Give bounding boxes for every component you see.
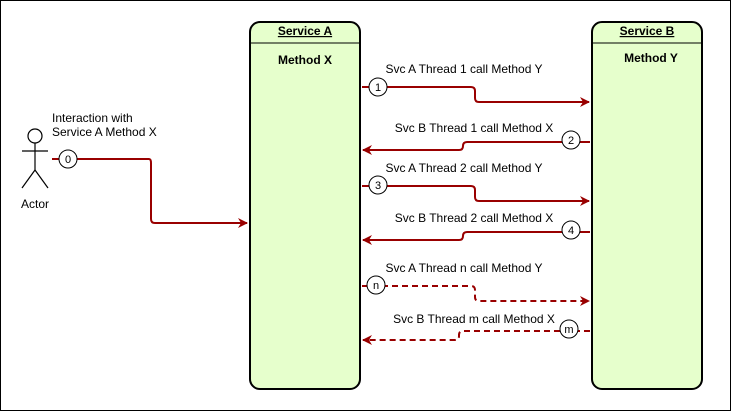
message-1-text: Svc A Thread 1 call Method Y [386, 62, 543, 76]
actor-label: Actor [21, 197, 49, 211]
step-1-label: 1 [375, 82, 381, 94]
step-3-label: 3 [375, 180, 381, 192]
arrow-step-3 [362, 185, 590, 206]
arrow-step-m [362, 330, 590, 345]
service-b-header: Service B [620, 24, 675, 38]
actor-note-line2: Service A Method X [52, 125, 157, 139]
step-n-badge [366, 275, 386, 295]
step-0-badge [58, 149, 78, 169]
arrow-step-1 [362, 86, 590, 107]
step-0-label: 0 [65, 154, 71, 166]
arrow-step-0 [52, 158, 248, 228]
arrow-step-2 [362, 141, 590, 155]
message-m-text: Svc B Thread m call Method X [393, 312, 555, 326]
service-b-method: Method Y [624, 51, 678, 65]
message-2-text: Svc B Thread 1 call Method X [395, 121, 554, 135]
step-2-label: 2 [568, 135, 574, 147]
arrow-step-4 [362, 231, 590, 245]
message-4-text: Svc B Thread 2 call Method X [395, 211, 554, 225]
service-a-lifeline: Service A Method X [249, 21, 361, 390]
message-n-text: Svc A Thread n call Method Y [386, 261, 543, 275]
actor-note-line1: Interaction with [52, 111, 133, 125]
step-1-badge [368, 77, 388, 97]
step-2-badge [561, 130, 581, 150]
step-m-badge [559, 319, 579, 339]
actor-icon [21, 128, 49, 189]
step-3-badge [368, 175, 388, 195]
service-a-method: Method X [278, 53, 332, 67]
arrow-step-n [362, 285, 590, 306]
step-4-badge [561, 220, 581, 240]
message-3-text: Svc A Thread 2 call Method Y [386, 161, 543, 175]
service-b-lifeline: Service B Method Y [591, 21, 703, 390]
step-m-label: m [564, 324, 573, 336]
service-a-header: Service A [278, 24, 333, 38]
step-n-label: n [373, 280, 379, 292]
step-4-label: 4 [568, 225, 574, 237]
